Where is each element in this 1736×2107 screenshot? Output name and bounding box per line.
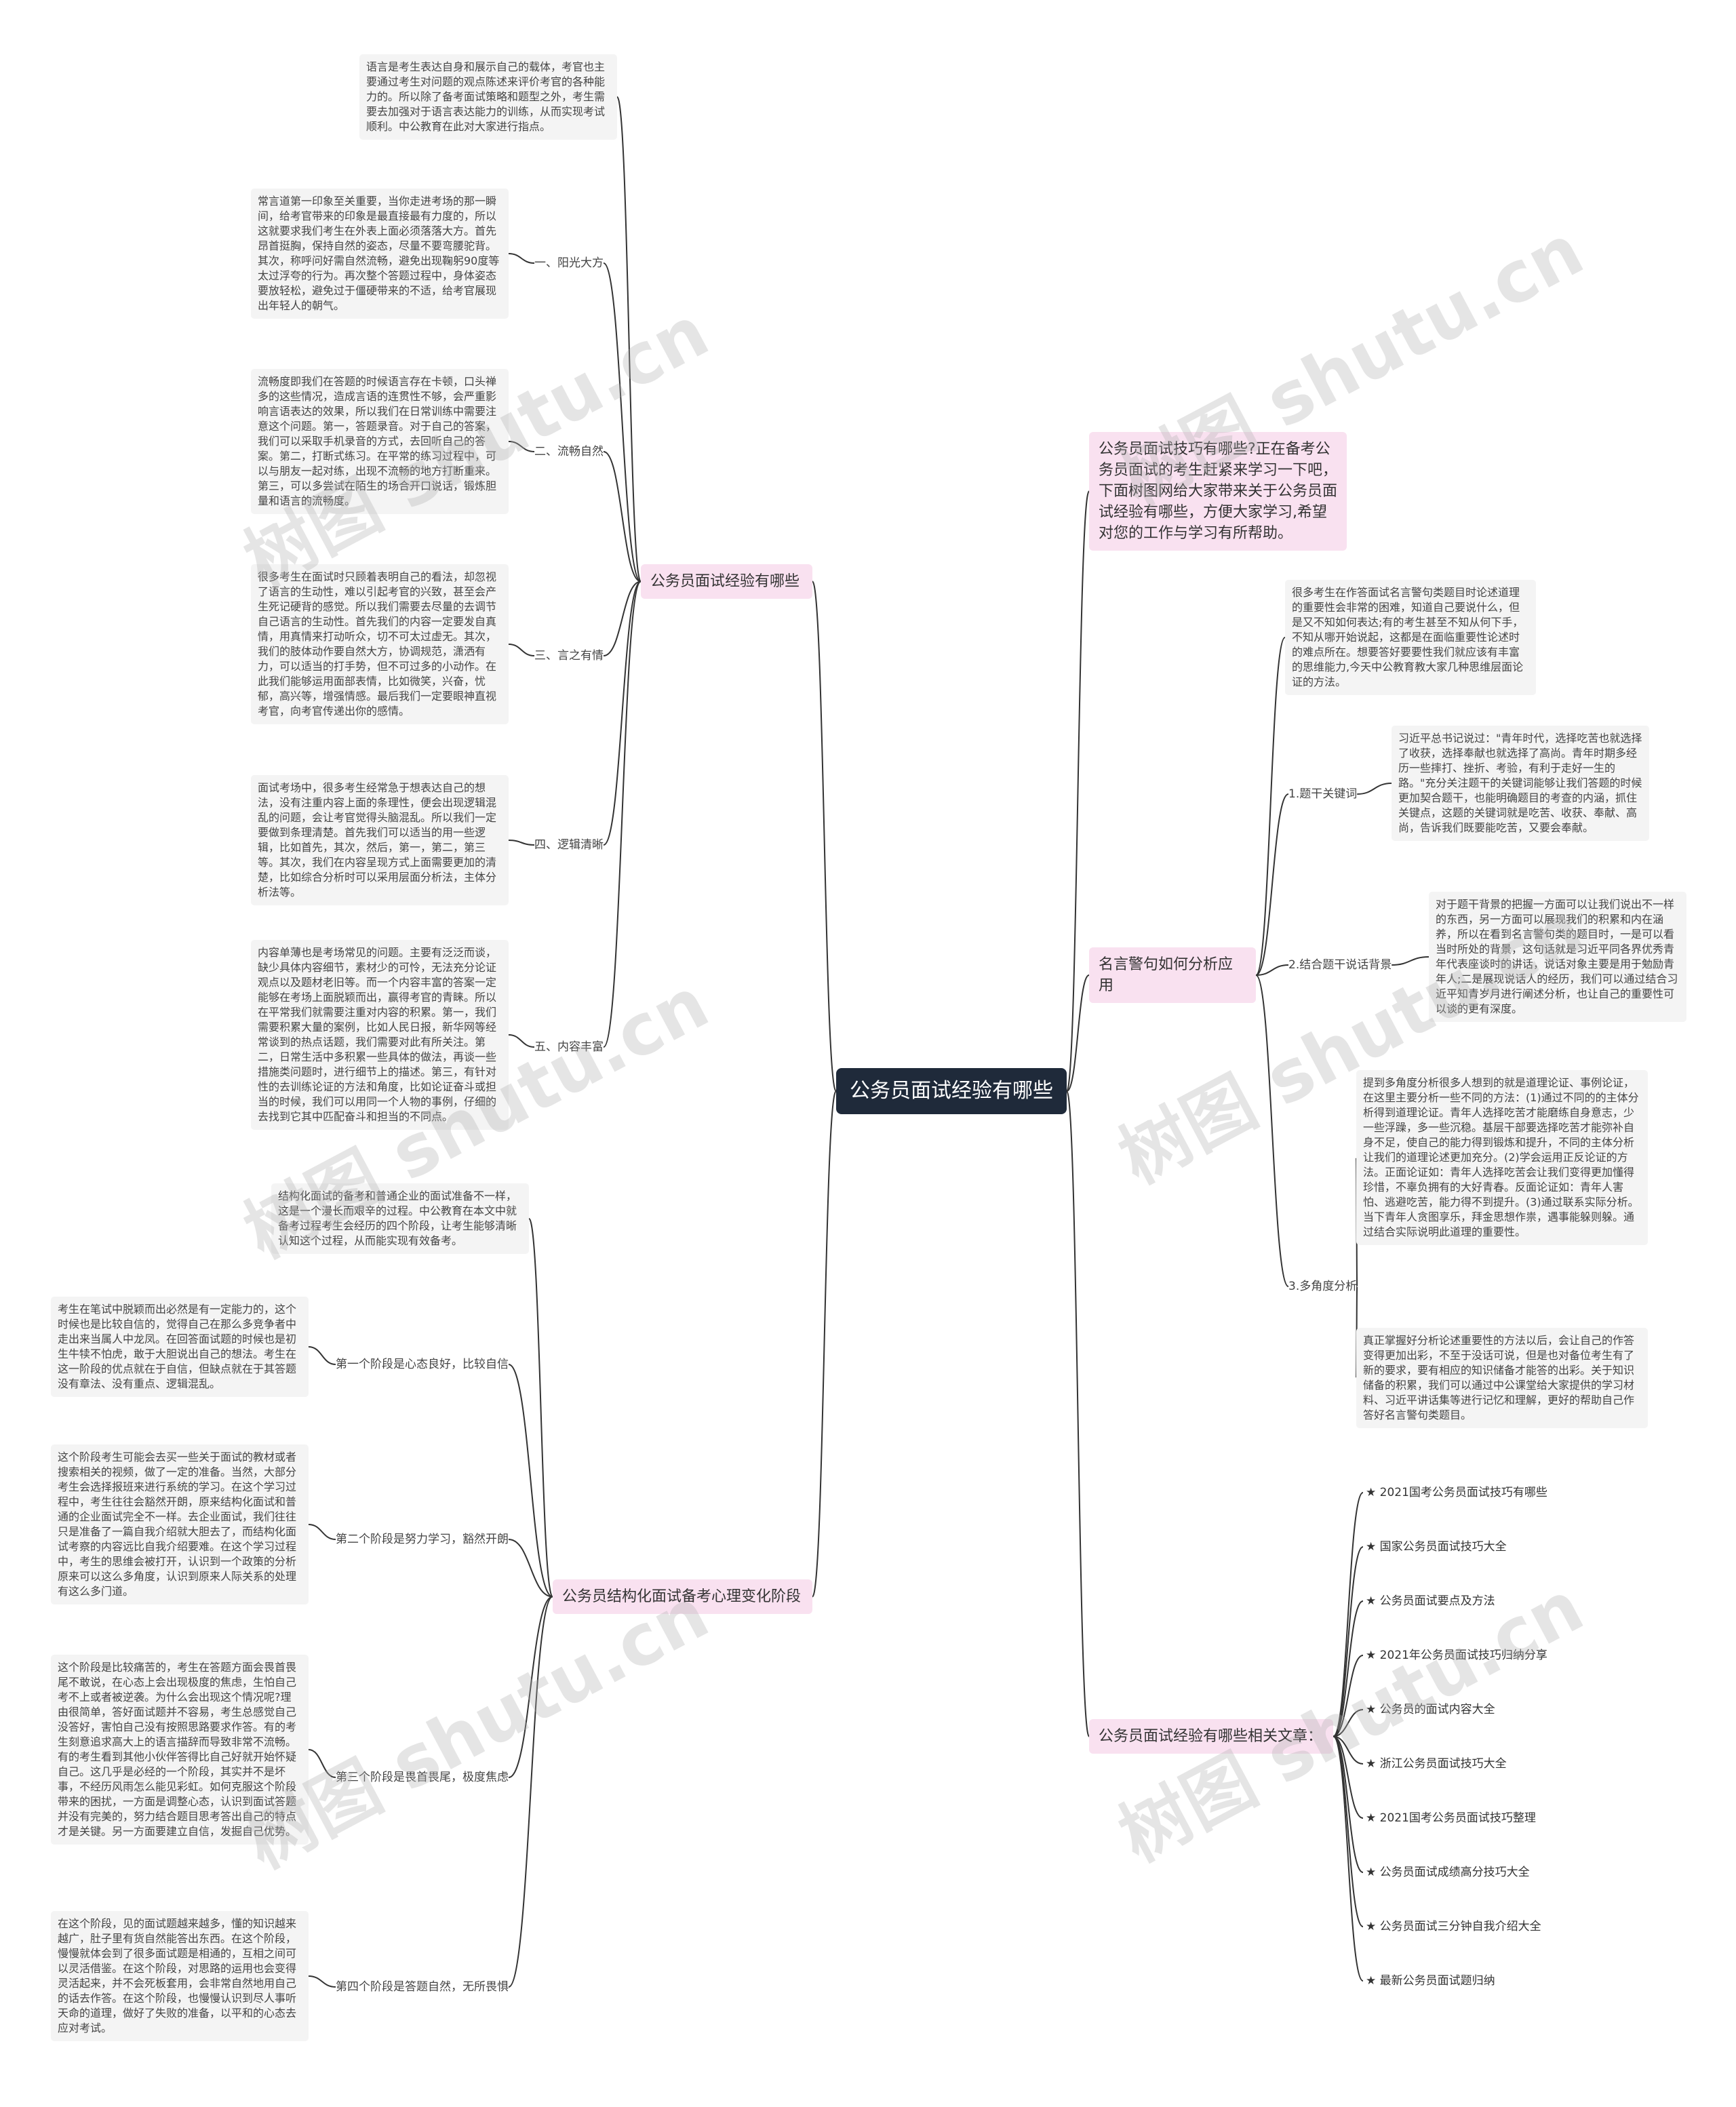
connector-line xyxy=(603,580,642,846)
connector-line xyxy=(1255,637,1286,976)
connector-line xyxy=(508,840,535,846)
stage-three[interactable]: 第三个阶段是畏首畏尾，极度焦虑 xyxy=(336,1771,509,1784)
intro-note: 结构化面试的备考和普通企业的面试准备不一样，这是一个漫长而艰辛的过程。中公教育在… xyxy=(271,1183,529,1254)
connector-line xyxy=(1255,974,1289,1287)
connector-line xyxy=(1333,1492,1364,1737)
related-article-link[interactable]: ★ 国家公务员面试技巧大全 xyxy=(1366,1540,1507,1554)
connector-line xyxy=(812,1090,837,1598)
connector-line xyxy=(508,1596,553,1988)
detail-note: 考生在笔试中脱颖而出必然是有一定能力的，这个时候也是比较自信的，觉得自己在那么多… xyxy=(51,1297,309,1397)
branch-related-articles[interactable]: 公务员面试经验有哪些相关文章： xyxy=(1089,1719,1333,1754)
connector-line xyxy=(1333,1735,1364,1765)
connector-line xyxy=(1357,783,1392,795)
related-article-link[interactable]: ★ 最新公务员面试题归纳 xyxy=(1366,1974,1495,1988)
connector-line xyxy=(1333,1735,1364,1819)
related-article-link[interactable]: ★ 公务员面试成绩高分技巧大全 xyxy=(1366,1866,1530,1879)
intro-note: 语言是考生表达自身和展示自己的载体，考官也主要通过考生对问题的观点陈述来评价考官… xyxy=(359,54,617,140)
related-article-link[interactable]: ★ 浙江公务员面试技巧大全 xyxy=(1366,1757,1507,1771)
related-article-link[interactable]: ★ 2021国考公务员面试技巧整理 xyxy=(1366,1811,1536,1825)
stage-one[interactable]: 第一个阶段是心态良好，比较自信 xyxy=(336,1358,509,1371)
connector-line xyxy=(603,262,642,583)
connector-line xyxy=(603,451,642,583)
connector-line xyxy=(1333,1709,1364,1737)
connector-line xyxy=(1066,974,1090,1092)
method-keywords[interactable]: 1.题干关键词 xyxy=(1288,787,1358,801)
connector-line xyxy=(603,580,642,1048)
intro-note: 很多考生在作答面试名言警句类题目时论述道理的重要性会非常的困难，知道自己要说什么… xyxy=(1285,580,1536,695)
branch-intro[interactable]: 公务员面试技巧有哪些?正在备考公务员面试的考生赶紧来学习一下吧，下面树图网给大家… xyxy=(1089,432,1347,551)
stage-four[interactable]: 第四个阶段是答题自然，无所畏惧 xyxy=(336,1980,509,1994)
connector-line xyxy=(1255,793,1289,976)
connector-line xyxy=(1333,1735,1364,1873)
connector-line xyxy=(508,644,535,656)
connector-line xyxy=(812,580,837,1092)
subtopic-rich-content[interactable]: 五、内容丰富 xyxy=(534,1040,604,1054)
method-multi-angle[interactable]: 3.多角度分析 xyxy=(1288,1280,1358,1293)
related-article-link[interactable]: ★ 2021年公务员面试技巧归纳分享 xyxy=(1366,1649,1547,1662)
connector-line xyxy=(603,580,642,656)
detail-note: 习近平总书记说过："青年时代，选择吃苦也就选择了收获，选择奉献也就选择了高尚。青… xyxy=(1392,726,1649,841)
related-article-link[interactable]: ★ 公务员面试要点及方法 xyxy=(1366,1594,1495,1608)
root-topic[interactable]: 公务员面试经验有哪些 xyxy=(836,1068,1067,1114)
subtopic-sunny-generous[interactable]: 一、阳光大方 xyxy=(534,256,604,270)
subtopic-fluent-natural[interactable]: 二、流畅自然 xyxy=(534,445,604,458)
connector-line xyxy=(308,1975,336,1988)
connector-line xyxy=(1333,1735,1364,1927)
detail-note: 流畅度即我们在答题的时候语言存在卡顿，口头禅多的这些情况，造成言语的连贯性不够，… xyxy=(251,369,509,514)
stage-two[interactable]: 第二个阶段是努力学习，豁然开朗 xyxy=(336,1533,509,1546)
branch-psychology-stages[interactable]: 公务员结构化面试备考心理变化阶段 xyxy=(553,1579,812,1614)
related-article-link[interactable]: ★ 公务员的面试内容大全 xyxy=(1366,1703,1495,1716)
detail-note: 常言道第一印象至关重要，当你走进考场的那一瞬间，给考官带来的印象是最直接最有力度… xyxy=(251,189,509,319)
subtopic-clear-logic[interactable]: 四、逻辑清晰 xyxy=(534,838,604,852)
branch-quotes-analysis[interactable]: 名言警句如何分析应用 xyxy=(1089,947,1256,1003)
connector-line xyxy=(508,1539,553,1598)
branch-interview-experience[interactable]: 公务员面试经验有哪些 xyxy=(641,564,812,599)
related-article-link[interactable]: ★ 公务员面试三分钟自我介绍大全 xyxy=(1366,1920,1541,1933)
connector-line xyxy=(616,96,642,583)
connector-line xyxy=(1255,964,1289,976)
detail-note: 提到多角度分析很多人想到的就是道理论证、事例论证，在这里主要分析一些不同的方法：… xyxy=(1356,1070,1648,1245)
connector-line xyxy=(1392,956,1429,966)
connector-line xyxy=(308,1346,336,1365)
detail-note: 面试考场中，很多考生经常急于想表达自己的想法，没有注重内容上面的条理性，便会出现… xyxy=(251,775,509,905)
connector-line xyxy=(1333,1735,1364,1982)
connector-line xyxy=(508,1596,553,1778)
connector-line xyxy=(508,253,535,264)
detail-note: 对于题干背景的把握一方面可以让我们说出不一样的东西，另一方面可以展现我们的积累和… xyxy=(1429,892,1686,1022)
connector-line xyxy=(508,1034,535,1048)
connector-line xyxy=(508,1364,553,1598)
connector-line xyxy=(508,441,535,452)
connector-line xyxy=(1066,1090,1090,1737)
detail-note: 这个阶段是比较痛苦的，考生在答题方面会畏首畏尾不敢说，在心态上会出现极度的焦虑，… xyxy=(51,1655,309,1845)
connector-line xyxy=(1333,1600,1364,1737)
subtopic-emotional-speech[interactable]: 三、言之有情 xyxy=(534,649,604,663)
connector-line xyxy=(1333,1655,1364,1737)
detail-note: 内容单薄也是考场常见的问题。主要有泛泛而谈，缺少具体内容细节，素材少的可怜，无法… xyxy=(251,940,509,1130)
detail-note: 真正掌握好分析论述重要性的方法以后，会让自己的作答变得更加出彩，不至于没话可说，… xyxy=(1356,1328,1648,1428)
connector-line xyxy=(1333,1546,1364,1737)
related-article-link[interactable]: ★ 2021国考公务员面试技巧有哪些 xyxy=(1366,1486,1547,1499)
connector-line xyxy=(308,1524,336,1540)
detail-note: 很多考生在面试时只顾着表明自己的看法，却忽视了语言的生动性，难以引起考官的兴致，… xyxy=(251,564,509,724)
detail-note: 这个阶段考生可能会去买一些关于面试的教材或者搜索相关的视频，做了一定的准备。当然… xyxy=(51,1444,309,1604)
detail-note: 在这个阶段，见的面试题越来越多，懂的知识越来越广，肚子里有货自然能答出东西。在这… xyxy=(51,1911,309,2041)
connector-line xyxy=(308,1749,336,1778)
connector-line xyxy=(1066,490,1090,1092)
method-background[interactable]: 2.结合题干说话背景 xyxy=(1288,958,1392,972)
connector-line xyxy=(528,1218,553,1598)
